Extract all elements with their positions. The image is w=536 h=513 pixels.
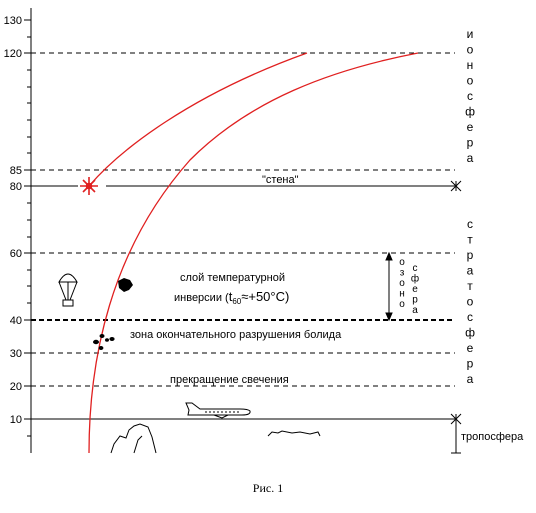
tick-label-10: 10 xyxy=(10,414,22,426)
ozono-letter: о xyxy=(399,299,405,310)
fragment xyxy=(99,334,105,338)
sfera-letter: а xyxy=(412,305,418,316)
inversion-post: ≈+50°C) xyxy=(241,289,289,304)
strato-letter: ф xyxy=(465,326,475,340)
tick-label-30: 30 xyxy=(10,348,22,360)
tick-label-130: 130 xyxy=(4,15,22,27)
ozone-bracket xyxy=(385,251,393,322)
inversion-label-line1: слой температурной xyxy=(180,272,285,284)
inversion-sub: 60 xyxy=(232,297,241,306)
strato-letter: о xyxy=(467,295,474,309)
strato-letter: т xyxy=(467,279,473,293)
strato-letter: е xyxy=(467,341,474,355)
mountain-icon xyxy=(110,423,321,454)
inversion-label-line2: инверсии (t60≈+50°C) xyxy=(174,289,289,306)
sfera-letter: ф xyxy=(411,273,419,285)
layer-boundaries xyxy=(450,180,462,454)
major-ticks xyxy=(24,19,31,420)
iono-letter: н xyxy=(467,58,474,72)
tick-label-80: 80 xyxy=(10,181,22,193)
bolide-fragments xyxy=(93,278,133,350)
iono-letter: о xyxy=(467,74,474,88)
iono-letter: и xyxy=(467,27,474,41)
parachute-icon xyxy=(58,273,78,307)
strato-letter: а xyxy=(467,264,474,278)
ozono-letter: о xyxy=(399,257,405,268)
tick-label-85: 85 xyxy=(10,165,22,177)
strato-letter: а xyxy=(467,372,474,386)
ozone-sphere-label: сфера xyxy=(411,263,419,316)
fragment xyxy=(98,346,104,350)
strato-letter: р xyxy=(467,248,474,262)
glow-end-label: прекращение свечения xyxy=(170,374,289,386)
ozono-letter: з xyxy=(400,268,405,279)
tick-label-60: 60 xyxy=(10,248,22,260)
minor-ticks xyxy=(27,36,31,437)
sfera-letter: с xyxy=(413,263,418,274)
inversion-pre: инверсии ( xyxy=(174,292,229,304)
strato-letter: т xyxy=(467,233,473,247)
tick-label-40: 40 xyxy=(10,315,22,327)
strato-letter: с xyxy=(467,217,473,231)
sfera-letter: е xyxy=(412,284,418,295)
iono-letter: с xyxy=(467,89,473,103)
trajectory-lower xyxy=(88,52,419,454)
iono-letter: ф xyxy=(465,105,475,119)
tick-label-20: 20 xyxy=(10,381,22,393)
strato-letter: р xyxy=(467,357,474,371)
tick-label-120: 120 xyxy=(4,48,22,60)
ozono-letter: о xyxy=(399,278,405,289)
fragment xyxy=(93,339,99,345)
iono-letter: а xyxy=(467,151,474,165)
strato-letter: с xyxy=(467,310,473,324)
tick-labels: 130 120 85 80 60 40 30 20 10 xyxy=(4,15,22,426)
star-burst-icon xyxy=(80,177,98,195)
trajectory-upper xyxy=(88,52,308,187)
wall-label: "стена" xyxy=(262,174,299,186)
fragment xyxy=(105,338,109,342)
destruction-zone-label: зона окончательного разрушения болида xyxy=(130,329,342,341)
iono-letter: р xyxy=(467,136,474,150)
bolide-body xyxy=(118,278,133,292)
figure-caption: Рис. 1 xyxy=(253,481,283,495)
iono-letter: о xyxy=(467,43,474,57)
iono-letter: е xyxy=(467,120,474,134)
airplane-icon xyxy=(185,402,251,419)
sfera-letter: р xyxy=(412,295,418,306)
troposphere-label: тропосфера xyxy=(461,431,524,443)
fragment xyxy=(109,337,115,341)
ozono-letter: н xyxy=(399,289,405,300)
inversion-t: t xyxy=(229,289,233,304)
